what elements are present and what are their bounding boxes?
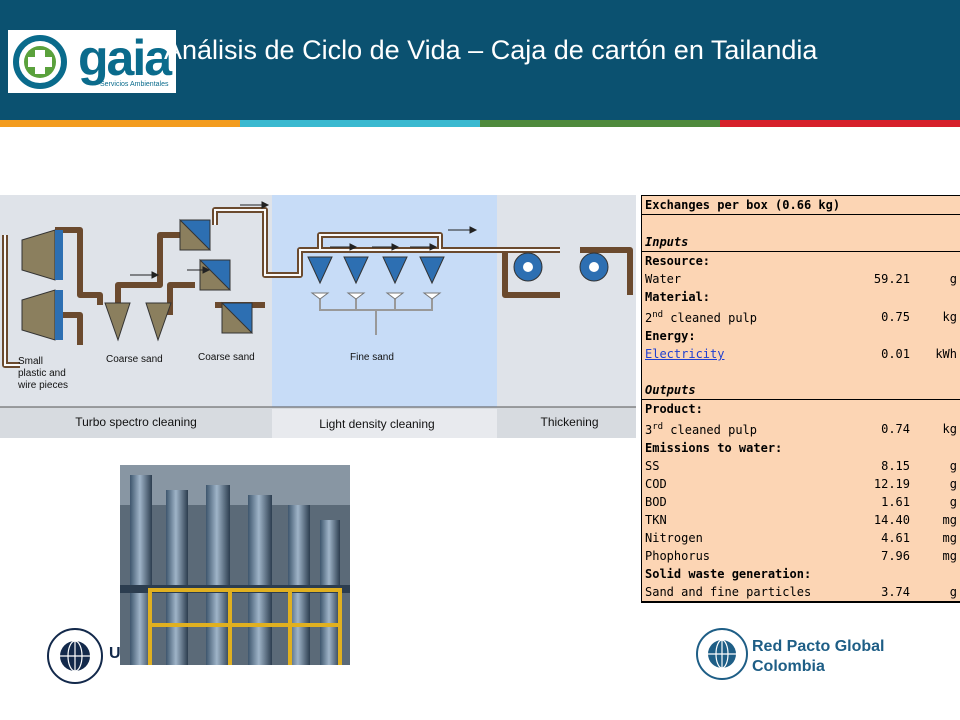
emission-name: COD <box>645 477 667 491</box>
pulp-out-rest: cleaned pulp <box>663 423 757 437</box>
exchanges-title: Exchanges per box (0.66 kg) <box>642 196 960 215</box>
solid-waste-label: Solid waste generation: <box>645 567 812 581</box>
emission-value: 1.61 <box>881 495 910 509</box>
strip-red <box>720 120 960 127</box>
pulp-out-value: 0.74 <box>881 421 910 436</box>
label-coarse-sand-2: Coarse sand <box>198 352 255 363</box>
emission-value: 8.15 <box>881 459 910 473</box>
slide-title: Análisis de Ciclo de Vida – Caja de cart… <box>164 35 818 65</box>
strip-green <box>480 120 720 127</box>
row-emission-ss: SS 8.15 g <box>642 457 960 475</box>
pulp-in-ordinal-suffix: nd <box>652 310 664 320</box>
pulp-out-name: 3rd cleaned pulp <box>642 418 858 439</box>
row-emission-phophorus: Phophorus 7.96 mg <box>642 547 960 565</box>
resource-label: Resource: <box>645 254 711 268</box>
row-water: Water 59.21 g <box>642 270 960 288</box>
pulp-in-ordinal: 2 <box>645 311 653 325</box>
row-electricity: Electricity 0.01 kWh <box>642 345 960 363</box>
red-pacto-line-1: Red Pacto Global <box>752 638 885 655</box>
row-emission-cod: COD 12.19 g <box>642 475 960 493</box>
emission-unit: mg <box>942 513 957 527</box>
label-coarse-sand-1: Coarse sand <box>106 354 163 365</box>
emission-unit: mg <box>942 549 957 563</box>
pulp-in-unit: kg <box>942 309 957 324</box>
spacer-row <box>642 215 960 234</box>
logo-subtitle: Servicios Ambientales <box>100 81 169 88</box>
global-compact-logo-right <box>695 627 749 686</box>
electricity-value: 0.01 <box>881 347 910 361</box>
label-small-plastic: Small plastic and wire pieces <box>18 356 68 392</box>
equipment-photo <box>120 465 350 665</box>
label-small-plastic-line-1: Small <box>18 356 44 367</box>
pulp-in-rest: cleaned pulp <box>663 311 757 325</box>
pulp-out-ordinal-suffix: rd <box>652 422 664 432</box>
strip-orange <box>0 120 240 127</box>
emission-value: 14.40 <box>873 513 910 527</box>
header-color-strip <box>0 120 960 127</box>
emission-value: 4.61 <box>881 531 910 545</box>
energy-label: Energy: <box>645 329 696 343</box>
pulp-in-value: 0.75 <box>881 309 910 324</box>
red-pacto-line-2: Colombia <box>752 658 825 675</box>
outputs-header: Outputs <box>642 381 960 400</box>
solid-waste-name: Sand and fine particles <box>645 585 812 599</box>
process-diagram-graphic <box>0 195 636 438</box>
gaia-logo: gaia Servicios Ambientales <box>8 30 176 93</box>
electricity-unit: kWh <box>935 347 957 361</box>
pulp-out-unit: kg <box>942 421 957 436</box>
emission-name: TKN <box>645 513 667 527</box>
row-emission-bod: BOD 1.61 g <box>642 493 960 511</box>
globe-icon <box>696 628 748 680</box>
inputs-header: Inputs <box>642 233 960 252</box>
emission-unit: g <box>949 477 957 491</box>
emission-unit: mg <box>942 531 957 545</box>
emission-unit: g <box>949 459 957 473</box>
emission-name: Phophorus <box>645 549 711 563</box>
water-unit: g <box>949 272 957 286</box>
emission-name: BOD <box>645 495 667 509</box>
row-emission-nitrogen: Nitrogen 4.61 mg <box>642 529 960 547</box>
spacer-row <box>642 363 960 381</box>
solid-waste-value: 3.74 <box>881 585 910 599</box>
stage-turbo-spectro: Turbo spectro cleaning <box>75 415 197 429</box>
global-compact-logo-left <box>46 627 104 690</box>
row-solid-waste: Sand and fine particles 3.74 g <box>642 583 960 601</box>
emission-value: 12.19 <box>873 477 910 491</box>
water-name: Water <box>645 272 682 286</box>
pulp-out-ordinal: 3 <box>645 423 653 437</box>
stage-thickening: Thickening <box>540 415 599 429</box>
stage-light-density: Light density cleaning <box>319 417 435 431</box>
pulp-in-name: 2nd cleaned pulp <box>642 306 858 327</box>
gaia-cross-icon <box>13 35 67 89</box>
emission-value: 7.96 <box>881 549 910 563</box>
water-value: 59.21 <box>873 272 910 286</box>
label-small-plastic-line-2: plastic and <box>18 368 66 379</box>
emission-unit: g <box>949 495 957 509</box>
globe-icon <box>47 628 103 684</box>
strip-cyan <box>240 120 480 127</box>
logo-wordmark: gaia <box>78 30 172 86</box>
product-label: Product: <box>645 402 703 416</box>
equipment-photo-graphic <box>120 465 350 665</box>
solid-waste-unit: g <box>949 585 957 599</box>
row-pulp-out: 3rd cleaned pulp 0.74 kg <box>642 418 960 439</box>
footer-partial-text: U <box>109 645 121 662</box>
label-fine-sand: Fine sand <box>350 352 394 363</box>
row-emission-tkn: TKN 14.40 mg <box>642 511 960 529</box>
emissions-label: Emissions to water: <box>645 441 783 455</box>
emission-name: SS <box>645 459 660 473</box>
row-pulp-in: 2nd cleaned pulp 0.75 kg <box>642 306 960 327</box>
exchanges-table: Exchanges per box (0.66 kg) Inputs Resou… <box>641 195 960 603</box>
red-pacto-global-name: Red Pacto Global Colombia <box>752 637 884 677</box>
electricity-link[interactable]: Electricity <box>645 347 725 361</box>
emission-name: Nitrogen <box>645 531 703 545</box>
process-diagram: Small plastic and wire pieces Coarse san… <box>0 195 636 438</box>
material-label: Material: <box>645 290 711 304</box>
label-small-plastic-line-3: wire pieces <box>18 380 69 391</box>
